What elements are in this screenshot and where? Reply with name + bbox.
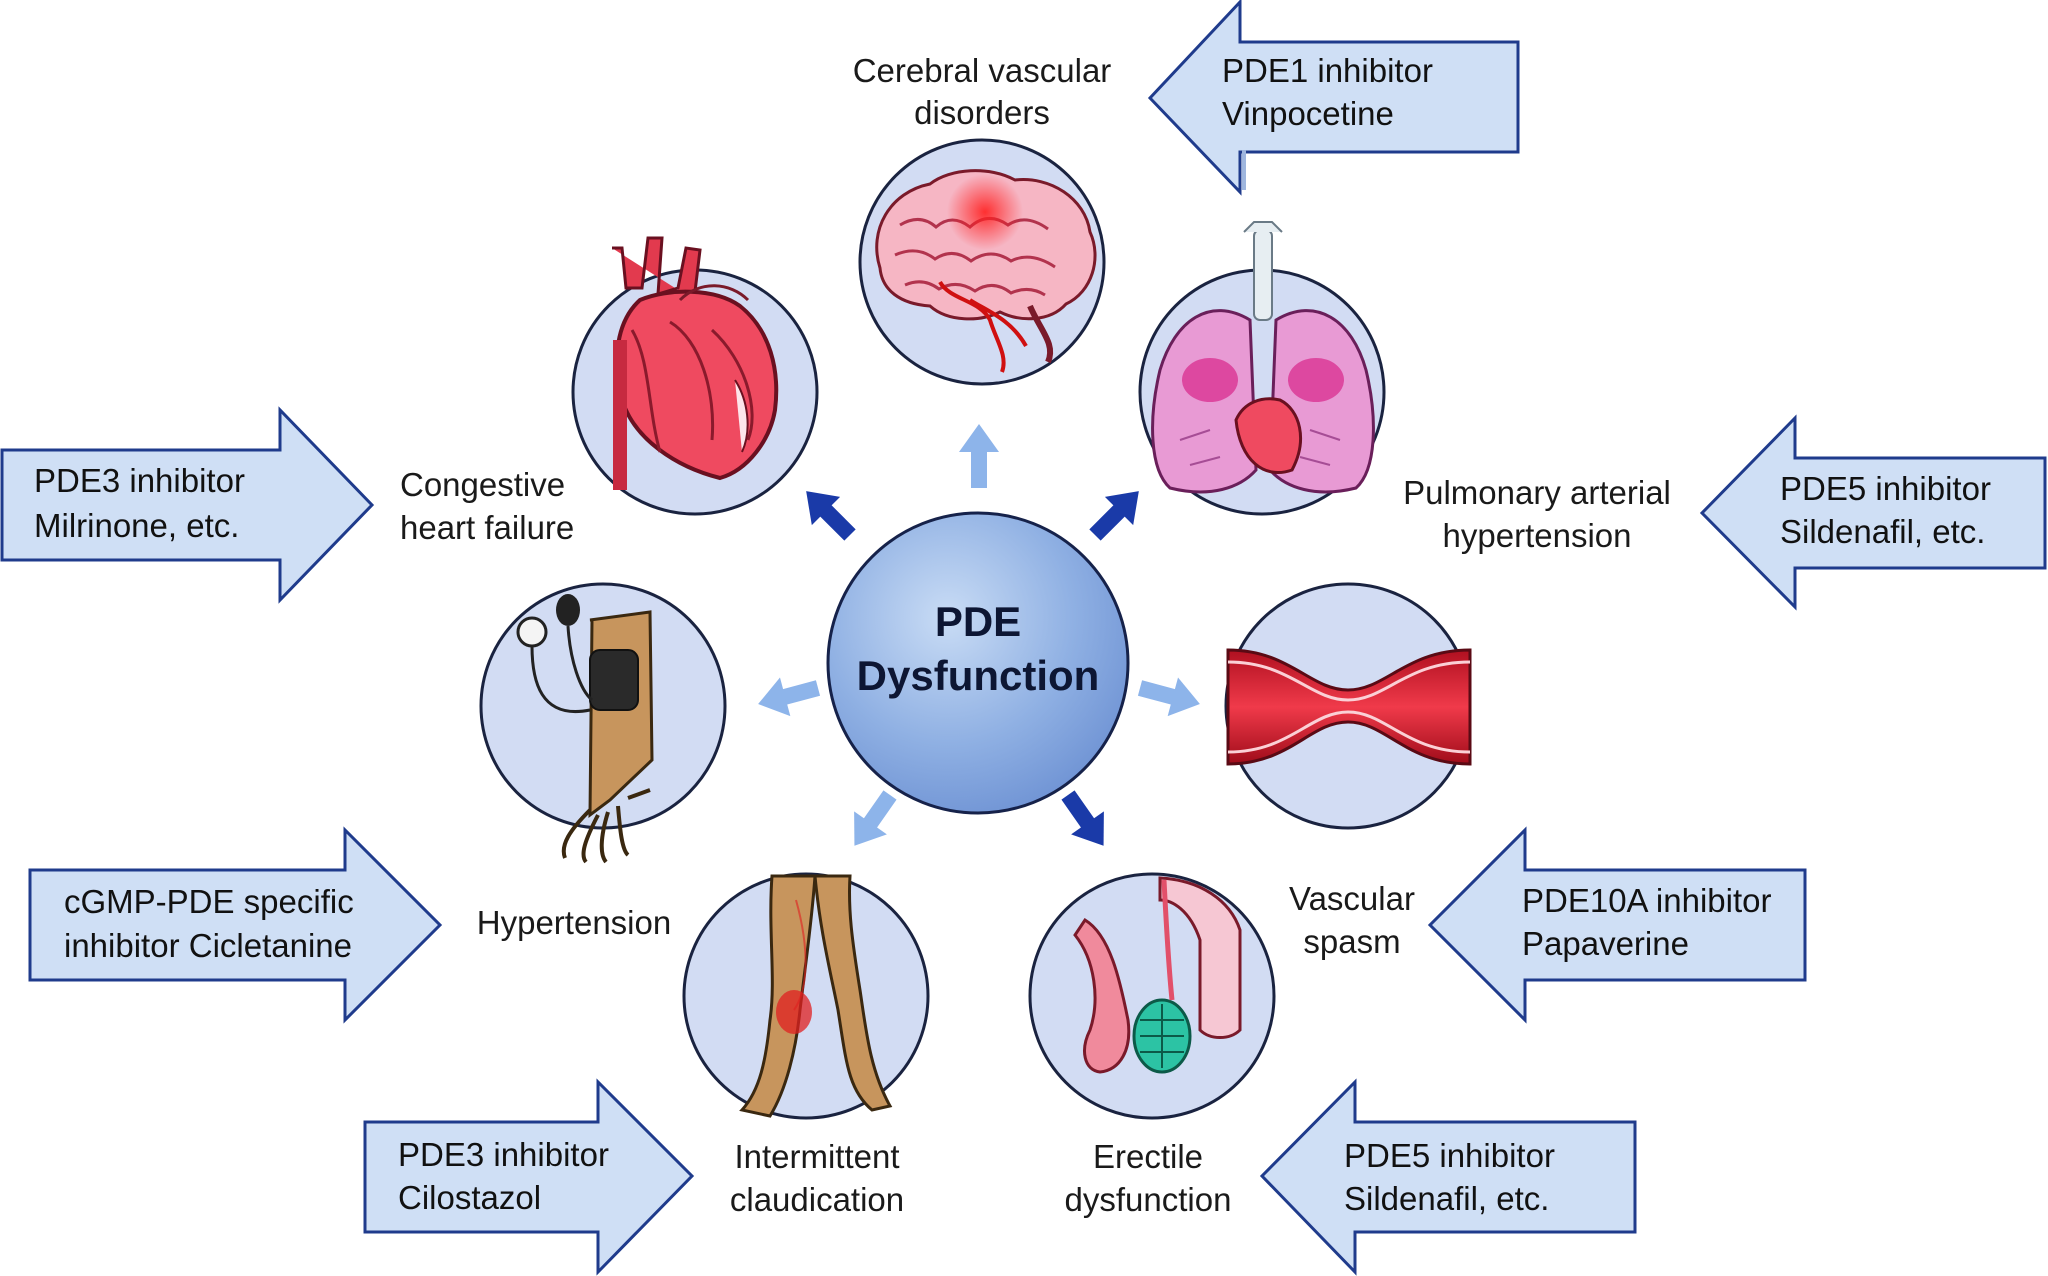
condition-claudication-line2: claudication [730, 1181, 904, 1218]
condition-heart-line2: heart failure [400, 509, 574, 546]
heart-icon [612, 236, 779, 490]
pointer-to-pulmonary [1089, 491, 1139, 541]
condition-pulmonary-line2: hypertension [1443, 517, 1632, 554]
condition-pulmonary: Pulmonary arterial hypertension [1138, 221, 1671, 554]
condition-hypertension-label: Hypertension [477, 904, 671, 941]
inhibitor-arrow-pde3-milrinone: PDE3 inhibitor Milrinone, etc. [0, 406, 375, 604]
blood-vessel-icon [1226, 648, 1472, 766]
inhibitor-pde5-pulmonary-line1: PDE5 inhibitor [1780, 470, 1991, 507]
center-title-line1: PDE [935, 598, 1021, 645]
inhibitor-arrow-cgmp: cGMP-PDE specific inhibitor Cicletanine [28, 826, 443, 1024]
center-node: PDE Dysfunction [826, 511, 1130, 815]
pointer-to-heart [806, 491, 856, 541]
center-title-line2: Dysfunction [857, 652, 1100, 699]
inhibitor-arrow-pde5-pulmonary: PDE5 inhibitor Sildenafil, etc. [1699, 414, 2047, 611]
condition-erectile: Erectile dysfunction [1028, 872, 1276, 1218]
inhibitor-cgmp-line1: cGMP-PDE specific [64, 883, 354, 920]
inhibitor-cgmp-line2: inhibitor Cicletanine [64, 927, 352, 964]
inhibitor-pde10a-line1: PDE10A inhibitor [1522, 882, 1771, 919]
condition-heart: Congestive heart failure [400, 236, 819, 546]
condition-cerebral: Cerebral vascular disorders [853, 52, 1112, 386]
inhibitor-pde5-pulmonary-line2: Sildenafil, etc. [1780, 513, 1985, 550]
inhibitor-pde10a-line2: Papaverine [1522, 925, 1689, 962]
pointer-to-hypertension [758, 677, 821, 717]
male-anatomy-icon [1073, 876, 1242, 1074]
inhibitor-pde3-milrinone-line2: Milrinone, etc. [34, 507, 239, 544]
legs-icon [739, 874, 893, 1118]
center-pointers [758, 424, 1200, 846]
pointer-to-vascular [1137, 677, 1200, 717]
brain-icon [875, 169, 1097, 373]
condition-cerebral-line1: Cerebral vascular [853, 52, 1112, 89]
inhibitor-pde1-line2: Vinpocetine [1222, 95, 1394, 132]
condition-heart-line1: Congestive [400, 466, 565, 503]
condition-vascular-line2: spasm [1303, 923, 1400, 960]
condition-erectile-line1: Erectile [1093, 1138, 1203, 1175]
condition-vascular: Vascular spasm [1224, 582, 1472, 960]
inhibitor-arrow-pde3-cilostazol: PDE3 inhibitor Cilostazol [363, 1078, 695, 1276]
inhibitor-pde5-erectile-line1: PDE5 inhibitor [1344, 1137, 1555, 1174]
condition-erectile-line2: dysfunction [1065, 1181, 1232, 1218]
condition-pulmonary-line1: Pulmonary arterial [1403, 474, 1671, 511]
condition-hypertension: Hypertension [477, 582, 727, 941]
inhibitor-pde1-line1: PDE1 inhibitor [1222, 52, 1433, 89]
inhibitor-arrow-pde10a: PDE10A inhibitor Papaverine [1427, 826, 1807, 1024]
condition-vascular-line1: Vascular [1289, 880, 1415, 917]
inhibitor-pde5-erectile-line2: Sildenafil, etc. [1344, 1180, 1549, 1217]
inhibitor-pde3-cilostazol-line1: PDE3 inhibitor [398, 1136, 609, 1173]
condition-claudication: Intermittent claudication [682, 872, 930, 1218]
lungs-icon [1151, 221, 1375, 494]
blood-pressure-cuff-icon [516, 594, 654, 864]
inhibitor-arrow-pde5-erectile: PDE5 inhibitor Sildenafil, etc. [1259, 1078, 1637, 1276]
pointer-to-erectile [1061, 790, 1104, 846]
pointer-to-claudication [854, 790, 897, 846]
inhibitor-pde3-milrinone-line1: PDE3 inhibitor [34, 462, 245, 499]
inhibitor-pde3-cilostazol-line2: Cilostazol [398, 1179, 541, 1216]
pointer-to-cerebral [959, 424, 999, 488]
inhibitor-arrow-pde1: PDE1 inhibitor Vinpocetine [1147, 0, 1520, 196]
condition-claudication-line1: Intermittent [734, 1138, 899, 1175]
condition-cerebral-line2: disorders [914, 94, 1050, 131]
